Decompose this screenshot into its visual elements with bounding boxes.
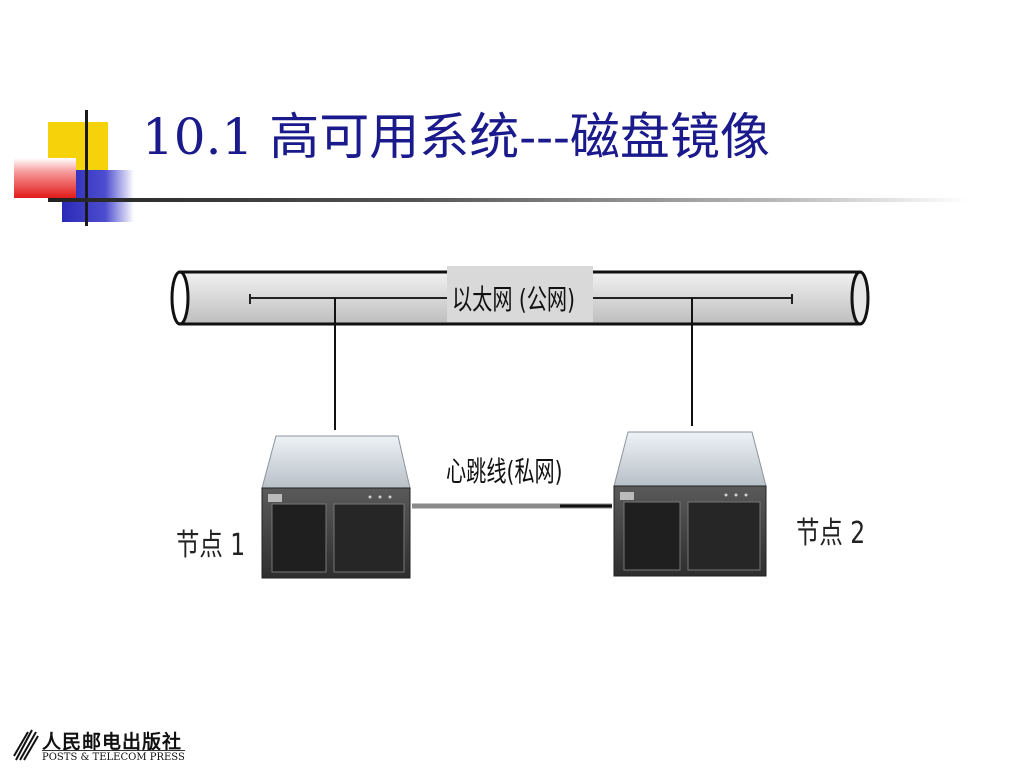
deco-vertical-line (85, 110, 88, 226)
node1-label: 节点 1 (176, 528, 246, 563)
heartbeat-label: 心跳线(私网) (446, 455, 563, 488)
publisher-name-cn: 人民邮电出版社 (42, 731, 183, 753)
publisher-logo-icon (13, 729, 39, 761)
page-title: 10.1 高可用系统---磁盘镜像 (142, 108, 770, 166)
server-node-1 (261, 435, 411, 579)
public-network-label: 以太网 (公网) (452, 283, 575, 316)
server-node-2 (613, 431, 767, 577)
publisher-name-en: POSTS & TELECOM PRESS (42, 750, 185, 763)
title-underline (48, 198, 968, 202)
node2-label: 节点 2 (796, 516, 866, 551)
deco-red-square (14, 158, 76, 198)
public-network-label-bg (447, 266, 593, 322)
